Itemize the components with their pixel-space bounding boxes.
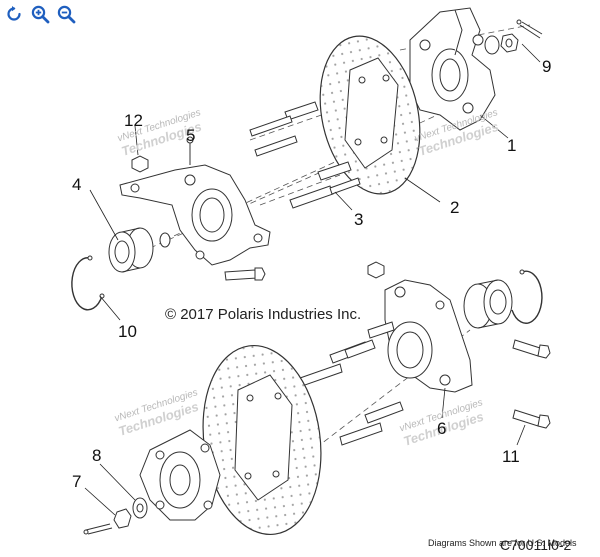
part-9-nut-and-pin <box>484 19 543 55</box>
callout-10: 10 <box>118 322 137 341</box>
part-4-upper-bearing <box>108 227 171 273</box>
viewer-toolbar <box>4 4 76 24</box>
diagram-disclaimer: Diagrams Shown are for U.S. Models <box>428 538 577 548</box>
part-5-upper-knuckle <box>119 136 271 266</box>
callout-9: 9 <box>542 57 552 76</box>
lower-bearing <box>463 279 513 329</box>
callout-11: 11 <box>502 447 520 466</box>
part-12-nut <box>131 155 149 173</box>
zoom-in-icon <box>31 5 49 23</box>
part-10-upper-snap-ring <box>71 255 105 311</box>
callout-4: 4 <box>72 175 82 194</box>
callout-6: 6 <box>437 419 447 438</box>
callout-7: 7 <box>72 472 82 491</box>
callout-leaders <box>84 43 541 516</box>
part-3-upper-studs <box>249 101 361 209</box>
callout-5: 5 <box>186 126 196 145</box>
rotate-button[interactable] <box>4 4 24 24</box>
callout-8: 8 <box>92 446 102 465</box>
lower-hub <box>139 429 221 521</box>
lower-center-nut <box>367 261 385 279</box>
figure-id: C70011i0-2 <box>500 537 572 553</box>
callout-2: 2 <box>450 198 460 217</box>
part-1-carrier <box>409 7 496 131</box>
copyright-notice: © 2017 Polaris Industries Inc. <box>163 306 364 323</box>
zoom-out-icon <box>57 5 75 23</box>
lower-rotor <box>202 344 322 536</box>
part-8-washer <box>132 497 148 519</box>
part-7-castle-nut <box>83 508 132 535</box>
part-6-lower-knuckle <box>384 279 473 393</box>
callout-3: 3 <box>354 210 364 229</box>
callout-12: 12 <box>124 111 143 130</box>
lower-studs <box>299 321 404 446</box>
lower-snap-ring <box>511 269 543 324</box>
zoom-out-button[interactable] <box>56 4 76 24</box>
part-11-bolts <box>512 339 551 429</box>
callout-1: 1 <box>507 136 517 155</box>
upper-knuckle-bolt <box>224 267 266 281</box>
zoom-in-button[interactable] <box>30 4 50 24</box>
part-2-upper-rotor <box>319 35 421 195</box>
rotate-icon <box>7 6 21 21</box>
